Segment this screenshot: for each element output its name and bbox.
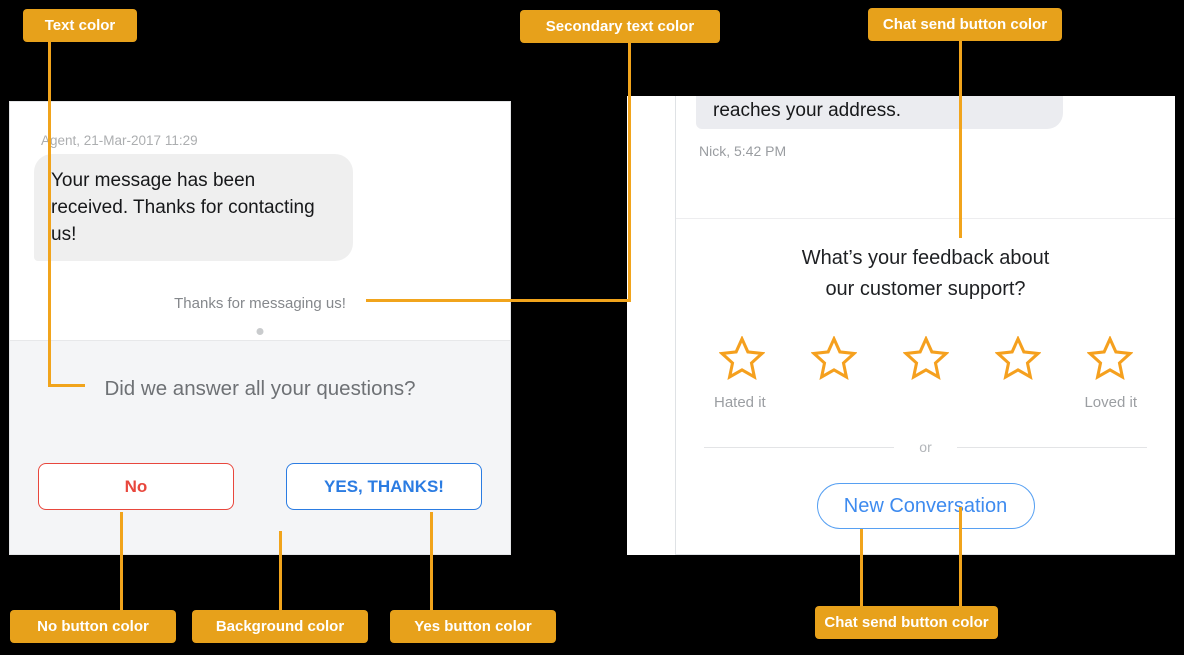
feedback-question-line2: our customer support?: [825, 278, 1026, 300]
message-timestamp: Nick, 5:42 PM: [699, 143, 787, 159]
status-dot: [256, 328, 264, 335]
star-icon[interactable]: [994, 336, 1041, 382]
feedback-buttons: No YES, THANKS!: [38, 463, 482, 510]
feedback-question: Did we answer all your questions?: [104, 377, 416, 400]
agent-message-text: reaches your address.: [713, 100, 901, 121]
message-timestamp: Agent, 21-Mar-2017 11:29: [41, 133, 198, 148]
leader-line-chat-send-bottom: [959, 507, 962, 606]
annotation-chat-send-button-color-top: Chat send button color: [868, 8, 1062, 41]
feedback-panel: Did we answer all your questions? No YES…: [10, 340, 510, 554]
leader-line-yes-button: [430, 512, 433, 610]
divider-line: [704, 446, 895, 448]
leader-line-secondary-text-color: [628, 40, 631, 302]
star-icon[interactable]: [810, 336, 857, 382]
annotation-text-color: Text color: [23, 9, 137, 42]
leader-line-chat-send-bottom: [860, 529, 863, 606]
star-icon[interactable]: [1086, 336, 1133, 382]
or-divider-text: or: [919, 439, 932, 455]
leader-line-text-color: [48, 384, 85, 387]
feedback-question: What’s your feedback about our customer …: [676, 243, 1175, 305]
leader-line-text-color: [48, 40, 51, 387]
chat-widget-right-background: reaches your address. Nick, 5:42 PM What…: [627, 96, 1175, 555]
yes-button[interactable]: YES, THANKS!: [286, 463, 482, 510]
annotation-chat-send-button-color-bottom: Chat send button color: [815, 606, 998, 639]
section-divider: [676, 218, 1175, 219]
agent-message-bubble: reaches your address.: [696, 96, 1063, 129]
rating-low-label: Hated it: [714, 394, 766, 411]
annotation-secondary-text-color: Secondary text color: [520, 10, 720, 43]
agent-message-text: Your message has been received. Thanks f…: [51, 170, 315, 245]
leader-line-background: [279, 531, 282, 610]
chat-widget-left: Agent, 21-Mar-2017 11:29 Your message ha…: [9, 101, 511, 555]
new-conversation-button[interactable]: New Conversation: [816, 483, 1035, 529]
annotation-no-button-color: No button color: [10, 610, 176, 643]
star-rating[interactable]: [676, 336, 1175, 382]
feedback-question-line1: What’s your feedback about: [801, 247, 1050, 269]
rating-scale-labels: Hated it Loved it: [714, 394, 1137, 411]
leader-line-secondary-text-color: [366, 299, 631, 302]
rating-high-label: Loved it: [1084, 394, 1137, 411]
annotation-background-color: Background color: [192, 610, 368, 643]
leader-line-chat-send-top: [959, 38, 962, 238]
secondary-text: Thanks for messaging us!: [174, 295, 346, 312]
divider-line: [956, 446, 1148, 448]
star-icon[interactable]: [718, 336, 765, 382]
agent-message-bubble: Your message has been received. Thanks f…: [34, 154, 353, 261]
star-icon[interactable]: [902, 336, 949, 382]
no-button[interactable]: No: [38, 463, 234, 510]
chat-widget-right: reaches your address. Nick, 5:42 PM What…: [675, 96, 1175, 555]
or-divider: or: [704, 439, 1148, 455]
annotation-yes-button-color: Yes button color: [390, 610, 556, 643]
leader-line-no-button: [120, 512, 123, 610]
